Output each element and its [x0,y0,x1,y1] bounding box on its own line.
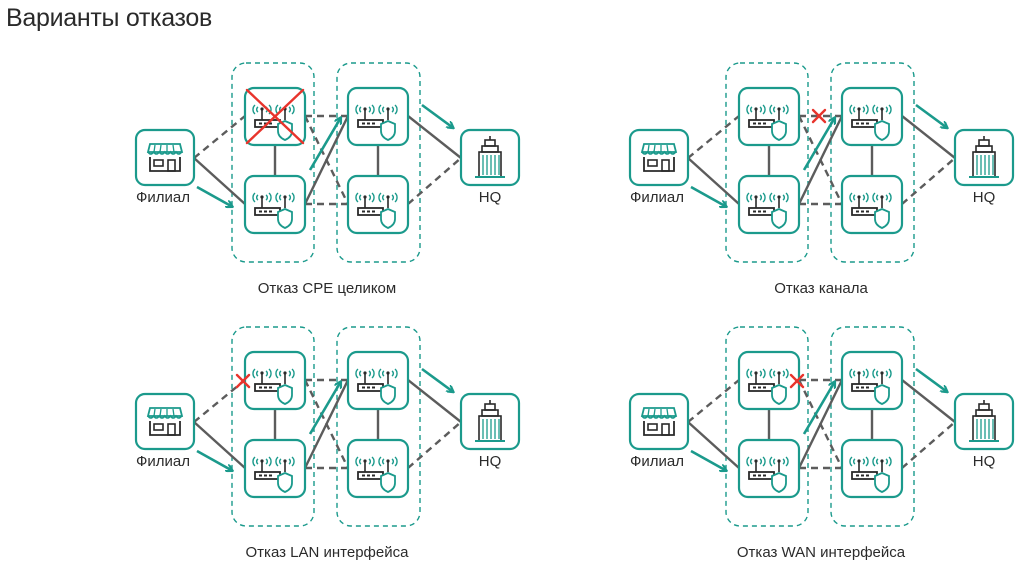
branch-label: Филиал [630,189,684,206]
link-branch-to-router-tl [193,115,246,159]
link-tr-to-hq [901,115,956,159]
red-cross-icon [245,88,305,145]
router-bl-icon [243,438,307,499]
hq-office-building-icon [459,392,521,451]
flow-arrow-icon [690,449,725,470]
hq-label: HQ [479,453,502,470]
router-tr-icon [840,86,904,147]
router-tl-icon [737,86,801,147]
link-bl-tr [303,379,350,469]
link-tr-to-hq [407,379,462,423]
router-bl-icon [243,174,307,235]
diagram-caption: Отказ WAN интерфейса [737,544,906,561]
hq-label: HQ [973,453,996,470]
cpe-group-hub [830,326,915,527]
flow-arrow-icon [802,119,834,171]
link-br-to-hq [407,157,462,205]
branch-label: Филиал [136,189,190,206]
cpe-group-hub [830,62,915,263]
cpe-group-branch [725,326,809,527]
cpe-group-hub [336,62,421,263]
red-cross-icon [811,108,827,124]
branch-label: Филиал [136,453,190,470]
router-br-icon [346,438,410,499]
diagram-link-failure: Филиал HQ Отказ канала [628,62,1015,297]
diagram-wan-failure: Филиал HQ Отказ WAN интерфейса [628,326,1015,561]
branch-storefront-icon [134,392,196,451]
diagram-lan-failure: Филиал HQ Отказ LAN интерфейса [134,326,521,561]
router-bl-icon [737,174,801,235]
flow-arrow-icon [421,367,452,391]
branch-label: Филиал [630,453,684,470]
diagram-caption: Отказ канала [774,280,868,297]
link-bl-tr [797,379,844,469]
flow-arrow-icon [915,367,946,391]
diagram-caption: Отказ LAN интерфейса [246,544,410,561]
flow-arrow-icon [421,103,452,127]
hq-office-building-icon [459,128,521,187]
page-title: Варианты отказов [6,4,213,32]
link-branch-to-router-tl [687,115,740,159]
link-bl-tr [797,115,844,205]
router-tl-icon [243,350,307,411]
branch-storefront-icon [628,392,690,451]
link-tr-to-hq [901,379,956,423]
link-branch-to-router-bl [193,421,246,469]
red-cross-icon [789,373,805,389]
link-branch-to-router-bl [687,157,740,205]
link-br-to-hq [901,157,956,205]
cpe-group-branch [725,62,809,263]
red-cross-stroke [245,88,305,145]
flow-arrow-icon [196,185,231,206]
router-br-icon [840,438,904,499]
flow-arrow-icon [308,119,340,171]
link-branch-to-router-bl [193,157,246,205]
hq-label: HQ [973,189,996,206]
link-bl-tr [303,115,350,205]
flow-arrow-icon [308,383,340,435]
router-tr-icon [346,350,410,411]
cpe-group-branch [231,62,315,263]
red-cross-stroke [789,373,805,389]
hq-office-building-icon [953,392,1015,451]
link-tr-to-hq [407,115,462,159]
router-tl-icon [737,350,801,411]
flow-arrow-icon [690,185,725,206]
branch-storefront-icon [134,128,196,187]
hq-label: HQ [479,189,502,206]
red-cross-stroke [235,373,251,389]
flow-arrow-icon [802,383,834,435]
router-br-icon [840,174,904,235]
red-cross-stroke [811,108,827,124]
hq-office-building-icon [953,128,1015,187]
branch-storefront-icon [628,128,690,187]
link-branch-to-router-bl [687,421,740,469]
diagram-caption: Отказ CPE целиком [258,280,396,297]
cpe-group-hub [336,326,421,527]
link-br-to-hq [407,421,462,469]
red-cross-icon [235,373,251,389]
router-bl-icon [737,438,801,499]
router-tr-icon [346,86,410,147]
diagram-cpe-failure: Филиал HQ Отказ CPE целиком [134,62,521,297]
link-branch-to-router-tl [687,379,740,423]
link-br-to-hq [901,421,956,469]
flow-arrow-icon [915,103,946,127]
flow-arrow-icon [196,449,231,470]
router-tr-icon [840,350,904,411]
cpe-group-branch [231,326,315,527]
router-br-icon [346,174,410,235]
